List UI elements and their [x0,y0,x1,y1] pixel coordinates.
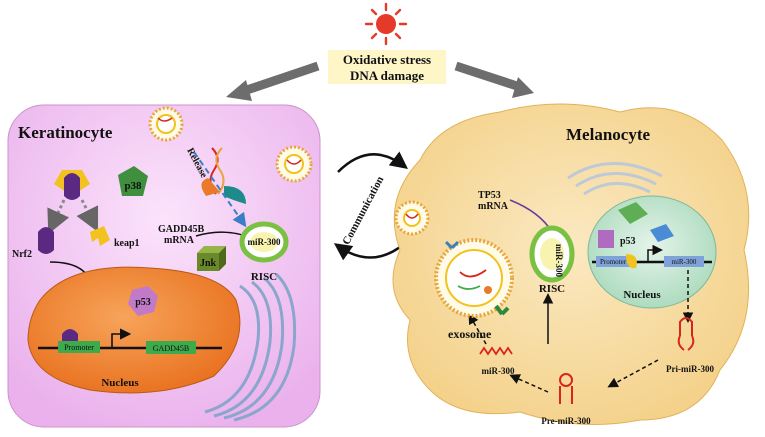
keap1-shape [90,226,110,246]
exosome-entering-icon [394,200,430,236]
risc-complex-right [529,225,575,283]
release-protein-orange [201,178,220,196]
nrf2-label: Nrf2 [12,249,32,260]
jnk-label: Jnk [200,258,217,269]
gadd45b-mrna-line-2: mRNA [164,235,195,246]
release-protein-teal [224,186,246,204]
risc-left-label: RISC [251,271,277,283]
release-arrow [193,151,247,228]
gene-box [146,341,196,354]
nucleus-blue-diamond [650,224,674,242]
keratinocyte-nucleus-label: Nucleus [101,377,139,389]
nrf2-shape [38,227,54,254]
melanocyte-p53-label: p53 [620,236,636,247]
risc-complex-left [239,221,289,263]
pri-mir300-label: Pri-miR-300 [666,364,714,374]
mature-mir300-label: miR-300 [482,366,515,376]
pre-mir300-hairpin [559,373,573,404]
mature-mir300-strand [479,346,513,356]
keratinocyte-title: Keratinocyte [18,123,113,142]
arrow-to-exosome [468,313,487,345]
gene-label: GADD45B [153,344,189,353]
gadd45b-mrna-line-1: GADD45B [158,224,204,235]
exosome-transit-icon [275,145,313,183]
p38-label: p38 [124,180,142,192]
melanocyte-transcription-arrow [647,244,663,262]
exosome-label: exosome [448,327,492,341]
risc-right-label: RISC [539,283,565,295]
nrf2-keap1-complex [54,170,90,200]
risc-mir300-label: miR-300 [248,237,281,247]
melanocyte-nucleus-label: Nucleus [623,289,661,301]
transcription-start-arrow [111,328,132,348]
exosome-released-icon [148,106,184,142]
promoter-label: Promoter [64,343,94,352]
risc-right-mir300-label: miR-300 [554,244,564,277]
stress-line-1: Oxidative stress [343,52,431,67]
melanocyte-promoter-box [596,256,630,267]
communication-arrow-top [337,151,408,173]
keap1-label: keap1 [114,238,140,249]
jnk-shape [197,246,226,271]
pre-mir300-label: Pre-miR-300 [541,416,591,426]
stress-highlight [328,50,446,84]
tp53-mrna-line-1: TP53 [478,190,501,201]
p38-shape [118,166,148,196]
bound-p53-cap [626,254,637,269]
arrow-to-melanocyte [454,61,534,98]
exosome-icon [434,238,514,318]
melanocyte-title: Melanocyte [566,125,650,144]
melanocyte-p53-shape [598,230,614,248]
arrow-to-pre-mir [607,359,659,388]
nucleus-p53-shape [128,286,158,316]
communication-label: Communication [340,174,386,247]
communication-arrow-bottom [333,243,405,261]
melanocyte-nucleus [587,195,717,309]
stress-line-2: DNA damage [350,68,424,83]
nucleus-p53-label: p53 [135,297,151,308]
endoplasmic-reticulum-icon [204,272,297,422]
pri-mir300-hairpin [677,317,695,351]
sun-icon [364,2,408,46]
golgi-icon [567,162,663,196]
melanocyte-promoter-label: Promoter [600,258,627,266]
keratinocyte-nucleus [27,266,241,394]
nucleus-green-diamond [618,202,648,224]
melanocyte-gene-box [664,256,704,267]
promoter-box [58,341,100,353]
arrow-to-keratinocyte [226,61,320,101]
melanocyte-gene-label: miR-300 [672,258,697,266]
tp53-mrna-line-2: mRNA [478,201,509,212]
